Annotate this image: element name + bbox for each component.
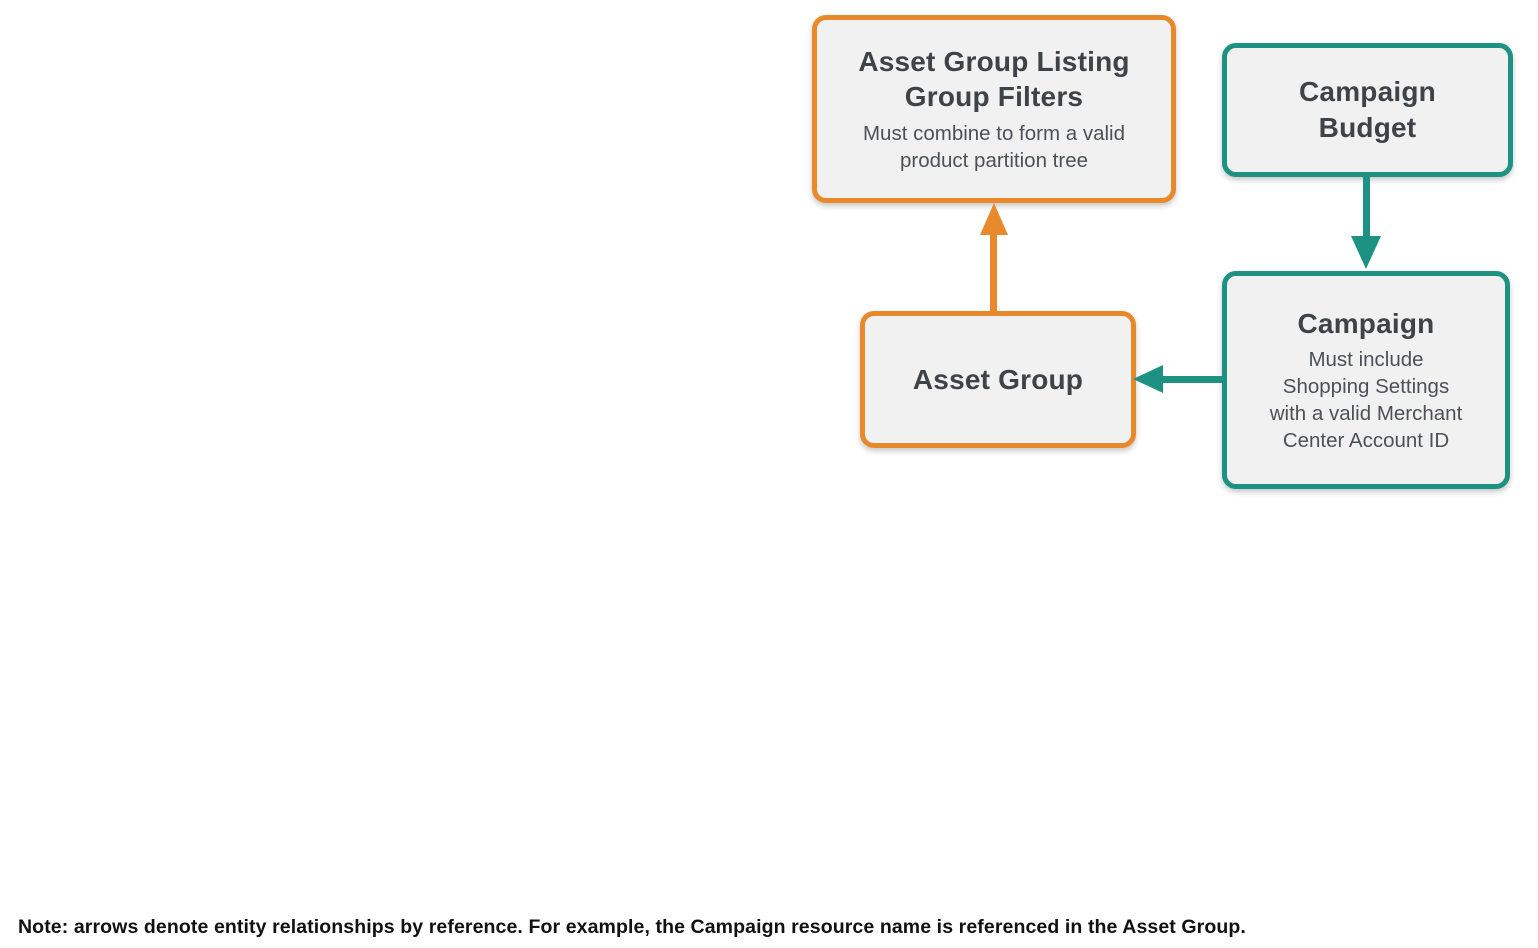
node-title-campaign-budget: Campaign Budget: [1299, 76, 1436, 143]
node-campaign-budget: Campaign Budget: [1222, 43, 1513, 177]
node-title-asset-group-listing-group-filters: Asset Group Listing Group Filters: [858, 45, 1130, 113]
node-asset-group-listing-group-filters: Asset Group Listing Group Filters Must c…: [812, 15, 1176, 203]
node-campaign: Campaign Must include Shopping Settings …: [1222, 271, 1510, 489]
arrow-campaign-budget-to-campaign-head: [1351, 236, 1381, 269]
arrow-asset-group-to-listing-filters-head: [980, 203, 1008, 235]
note-text: Note: arrows denote entity relationships…: [18, 916, 1246, 938]
arrow-campaign-to-asset-group-shaft: [1161, 376, 1223, 383]
node-title-asset-group: Asset Group: [912, 363, 1084, 395]
node-subtitle-campaign: Must include Shopping Settings with a va…: [1269, 348, 1463, 453]
node-title-campaign: Campaign: [1297, 307, 1435, 339]
arrow-asset-group-to-listing-filters-shaft: [990, 233, 997, 311]
arrow-campaign-budget-to-campaign-shaft: [1363, 177, 1370, 237]
node-subtitle-asset-group-listing-group-filters: Must combine to form a valid product par…: [862, 122, 1126, 173]
arrow-campaign-to-asset-group-head: [1133, 365, 1163, 393]
node-asset-group: Asset Group: [860, 311, 1136, 448]
